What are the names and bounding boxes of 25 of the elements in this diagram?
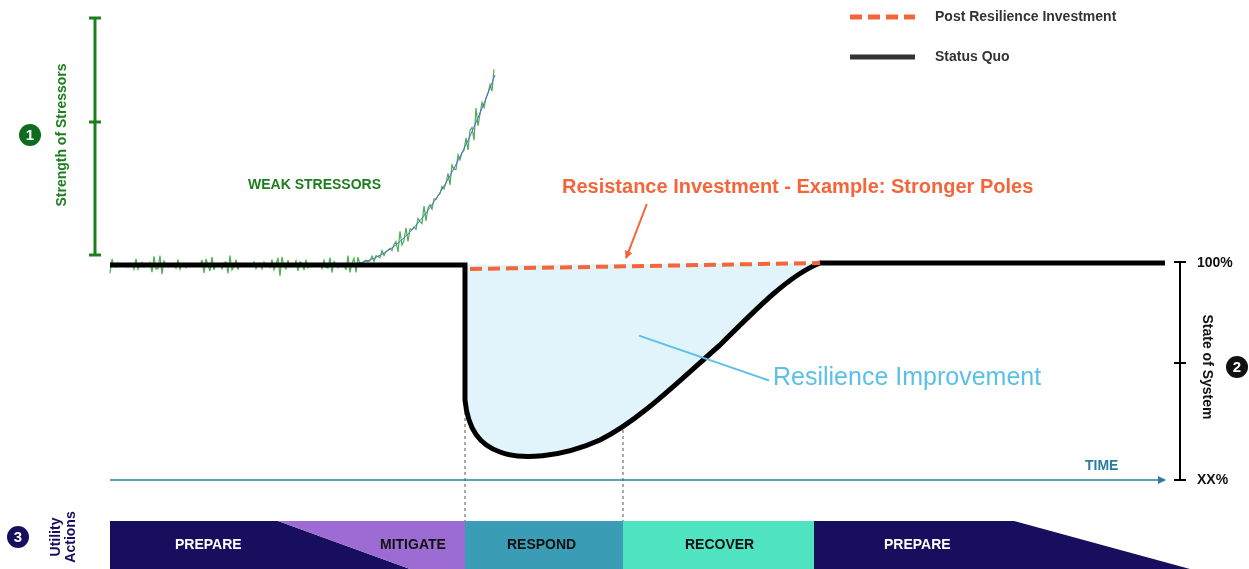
leader-line bbox=[638, 334, 770, 382]
axis-title: Strength of Stressors bbox=[54, 63, 70, 207]
phase-label: RECOVER bbox=[685, 536, 755, 552]
phase-band bbox=[465, 521, 623, 569]
phase-band bbox=[814, 521, 1190, 569]
annotation-text: WEAK STRESSORS bbox=[248, 176, 381, 192]
axis-title: Utility Actions bbox=[47, 510, 79, 565]
callout-number: 1 bbox=[19, 124, 41, 146]
pointer-arrow bbox=[624, 203, 648, 259]
callout-number: 2 bbox=[1226, 356, 1248, 378]
phase-band bbox=[623, 521, 814, 569]
phase-label: PREPARE bbox=[175, 536, 242, 552]
legend-label: Status Quo bbox=[935, 48, 1010, 64]
callout-text: Resilience Improvement bbox=[773, 362, 1042, 391]
axis-tick-label: 100% bbox=[1197, 254, 1233, 270]
phase-label: MITIGATE bbox=[380, 536, 446, 552]
axis-title: State of System bbox=[1199, 314, 1215, 420]
legend-label: Post Resilience Investment bbox=[935, 8, 1117, 24]
phase-label: PREPARE bbox=[884, 536, 951, 552]
phase-band bbox=[278, 521, 465, 569]
callout-text: Resistance Investment - Example: Stronger Poles bbox=[562, 175, 1034, 198]
axis-tick-label: XX% bbox=[1197, 471, 1229, 487]
callout-number: 3 bbox=[7, 526, 29, 548]
phase-label: RESPOND bbox=[507, 536, 577, 552]
axis-title: TIME bbox=[1085, 457, 1119, 473]
